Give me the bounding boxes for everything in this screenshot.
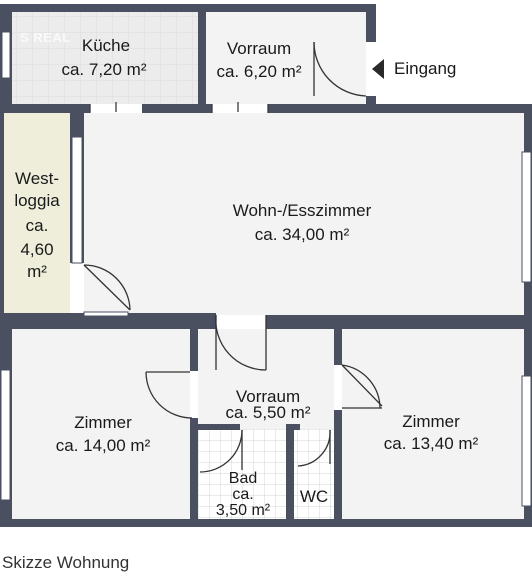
bad-line-3: 3,50 m² [216,502,271,519]
westloggia-line-3: ca. [26,216,49,235]
wohn-floor [84,113,524,315]
zimmer-left-name: Zimmer [74,413,132,432]
entrance-label: Eingang [394,59,457,78]
windows [0,31,532,507]
kueche-name: Küche [82,36,130,55]
zimmer-right-floor [342,329,524,519]
westloggia-line-2: loggia [14,191,60,210]
vorraum-mid-name: Vorraum [236,387,300,406]
brand-logo: S REAL [20,30,71,45]
plan-caption: Skizze Wohnung [2,553,130,572]
wc-name: WC [300,487,328,506]
vorraum-top-area: ca. 6,20 m² [216,62,301,81]
westloggia-line-1: West- [15,169,59,188]
vorraum-mid-area: ca. 5,50 m² [225,403,310,422]
loggia-floor [4,113,70,313]
entrance-arrow-icon [372,59,384,79]
westloggia-line-4: 4,60 [20,240,53,259]
doors [83,41,383,473]
wohn-area: ca. 34,00 m² [255,225,350,244]
westloggia-line-5: m² [27,262,47,281]
walls [0,4,532,527]
bad-line-2: ca. [232,486,253,503]
zimmer-left-area: ca. 14,00 m² [56,436,151,455]
kueche-area: ca. 7,20 m² [61,60,146,79]
wohn-name: Wohn-/Esszimmer [233,201,372,220]
zimmer-right-name: Zimmer [402,412,460,431]
vorraum-top-name: Vorraum [227,39,291,58]
door-marks [89,102,269,113]
zimmer-right-area: ca. 13,40 m² [384,434,479,453]
bad-line-1: Bad [229,470,257,487]
kitchen-floor [12,12,198,104]
zimmer-left-floor [12,329,190,519]
entrance-marker: Eingang [372,59,456,79]
